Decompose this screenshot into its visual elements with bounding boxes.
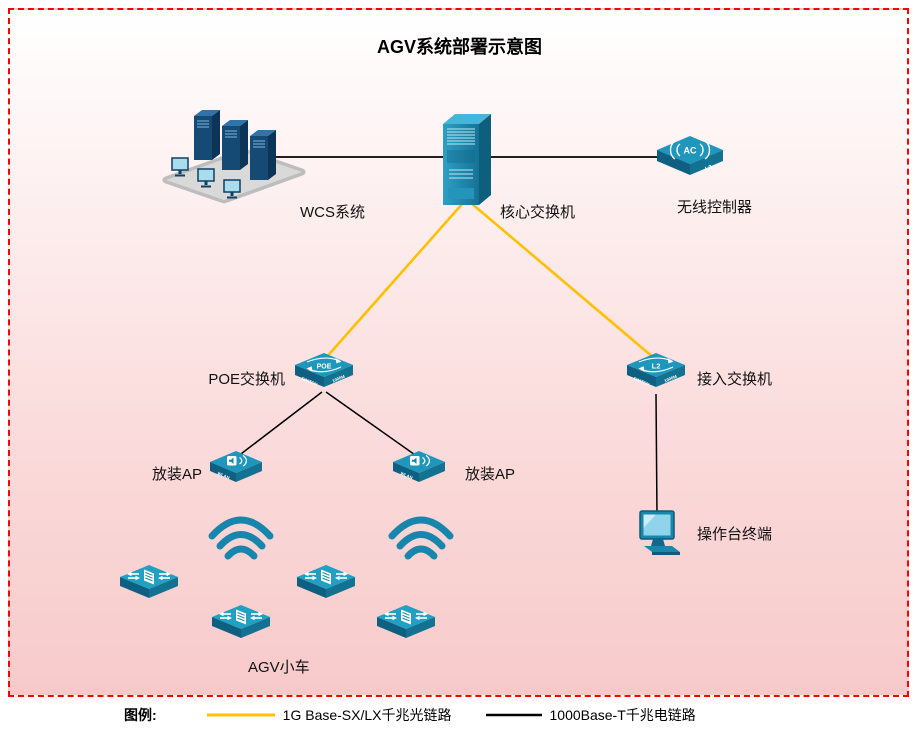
terminal-label: 操作台终端 xyxy=(697,526,773,543)
ap-left-icon: WLAN xyxy=(210,451,262,482)
ap-left-label: 放装AP xyxy=(151,466,202,483)
wcs-label: WCS系统 xyxy=(300,204,365,221)
legend-title: 图例: xyxy=(124,707,157,723)
poe-switch-icon: POE SWITCH 1000M xyxy=(295,353,353,387)
poe-front-left-text: SWITCH xyxy=(301,376,319,387)
agv-vehicle-icon xyxy=(212,605,270,638)
vent-lines xyxy=(449,169,473,179)
ap-front-text: WLAN xyxy=(400,471,414,481)
direction-arrows xyxy=(220,613,262,619)
agv-vehicle-icon xyxy=(377,605,435,638)
wireless-controller-label: 无线控制器 xyxy=(677,199,753,216)
ap-right-label: 放装AP xyxy=(465,466,516,483)
ap-right-icon: WLAN xyxy=(393,451,445,482)
core-switch-icon xyxy=(443,114,491,205)
wifi-waves-icon xyxy=(388,516,454,560)
copper-link-swatch xyxy=(485,713,542,717)
poe-badge: POE xyxy=(317,364,332,371)
ap-front-text: WLAN xyxy=(217,471,231,481)
wireless-controller-icon: AC L3 xyxy=(657,136,723,175)
agv-vehicle-icon xyxy=(120,565,178,598)
core-switch-label: 核心交换机 xyxy=(500,204,576,221)
fiber-link-label: 1G Base-SX/LX千兆光链路 xyxy=(282,707,452,723)
wifi-waves-icon xyxy=(208,516,274,560)
copper-link-label: 1000Base-T千兆电链路 xyxy=(549,707,696,723)
monitor-stand xyxy=(651,539,665,546)
access-switch-label: 接入交换机 xyxy=(697,371,773,388)
ac-front-text: L3 xyxy=(705,165,714,173)
agv-vehicle-icon xyxy=(297,565,355,598)
ac-badge: AC xyxy=(684,146,697,156)
poe-front-right-text: 1000M xyxy=(331,374,345,384)
monitor-base xyxy=(644,546,680,552)
server-tower xyxy=(250,130,276,180)
monitor xyxy=(197,168,215,188)
monitor xyxy=(223,179,241,199)
access-front-left-text: SWITCH xyxy=(633,376,651,387)
direction-arrows xyxy=(385,613,427,619)
terminal-icon xyxy=(639,510,680,555)
fiber-link-swatch xyxy=(206,713,275,717)
direction-arrows xyxy=(128,573,170,579)
agv-group-label: AGV小车 xyxy=(248,659,310,676)
direction-arrows xyxy=(305,573,347,579)
access-front-right-text: 1000M xyxy=(663,374,677,384)
monitor xyxy=(171,157,189,177)
server-tower xyxy=(222,120,248,170)
access-switch-icon: L2 SWITCH 1000M xyxy=(627,353,685,387)
poe-switch-label: POE交换机 xyxy=(208,371,285,388)
legend: 图例: 1G Base-SX/LX千兆光链路 1000Base-T千兆电链路 xyxy=(124,705,696,725)
page-title: AGV系统部署示意图 xyxy=(376,37,542,57)
wcs-server-cluster-icon xyxy=(162,110,306,204)
vent-lines xyxy=(447,128,475,145)
server-tower xyxy=(194,110,220,160)
access-badge: L2 xyxy=(652,362,661,371)
signal-arcs xyxy=(422,454,431,467)
